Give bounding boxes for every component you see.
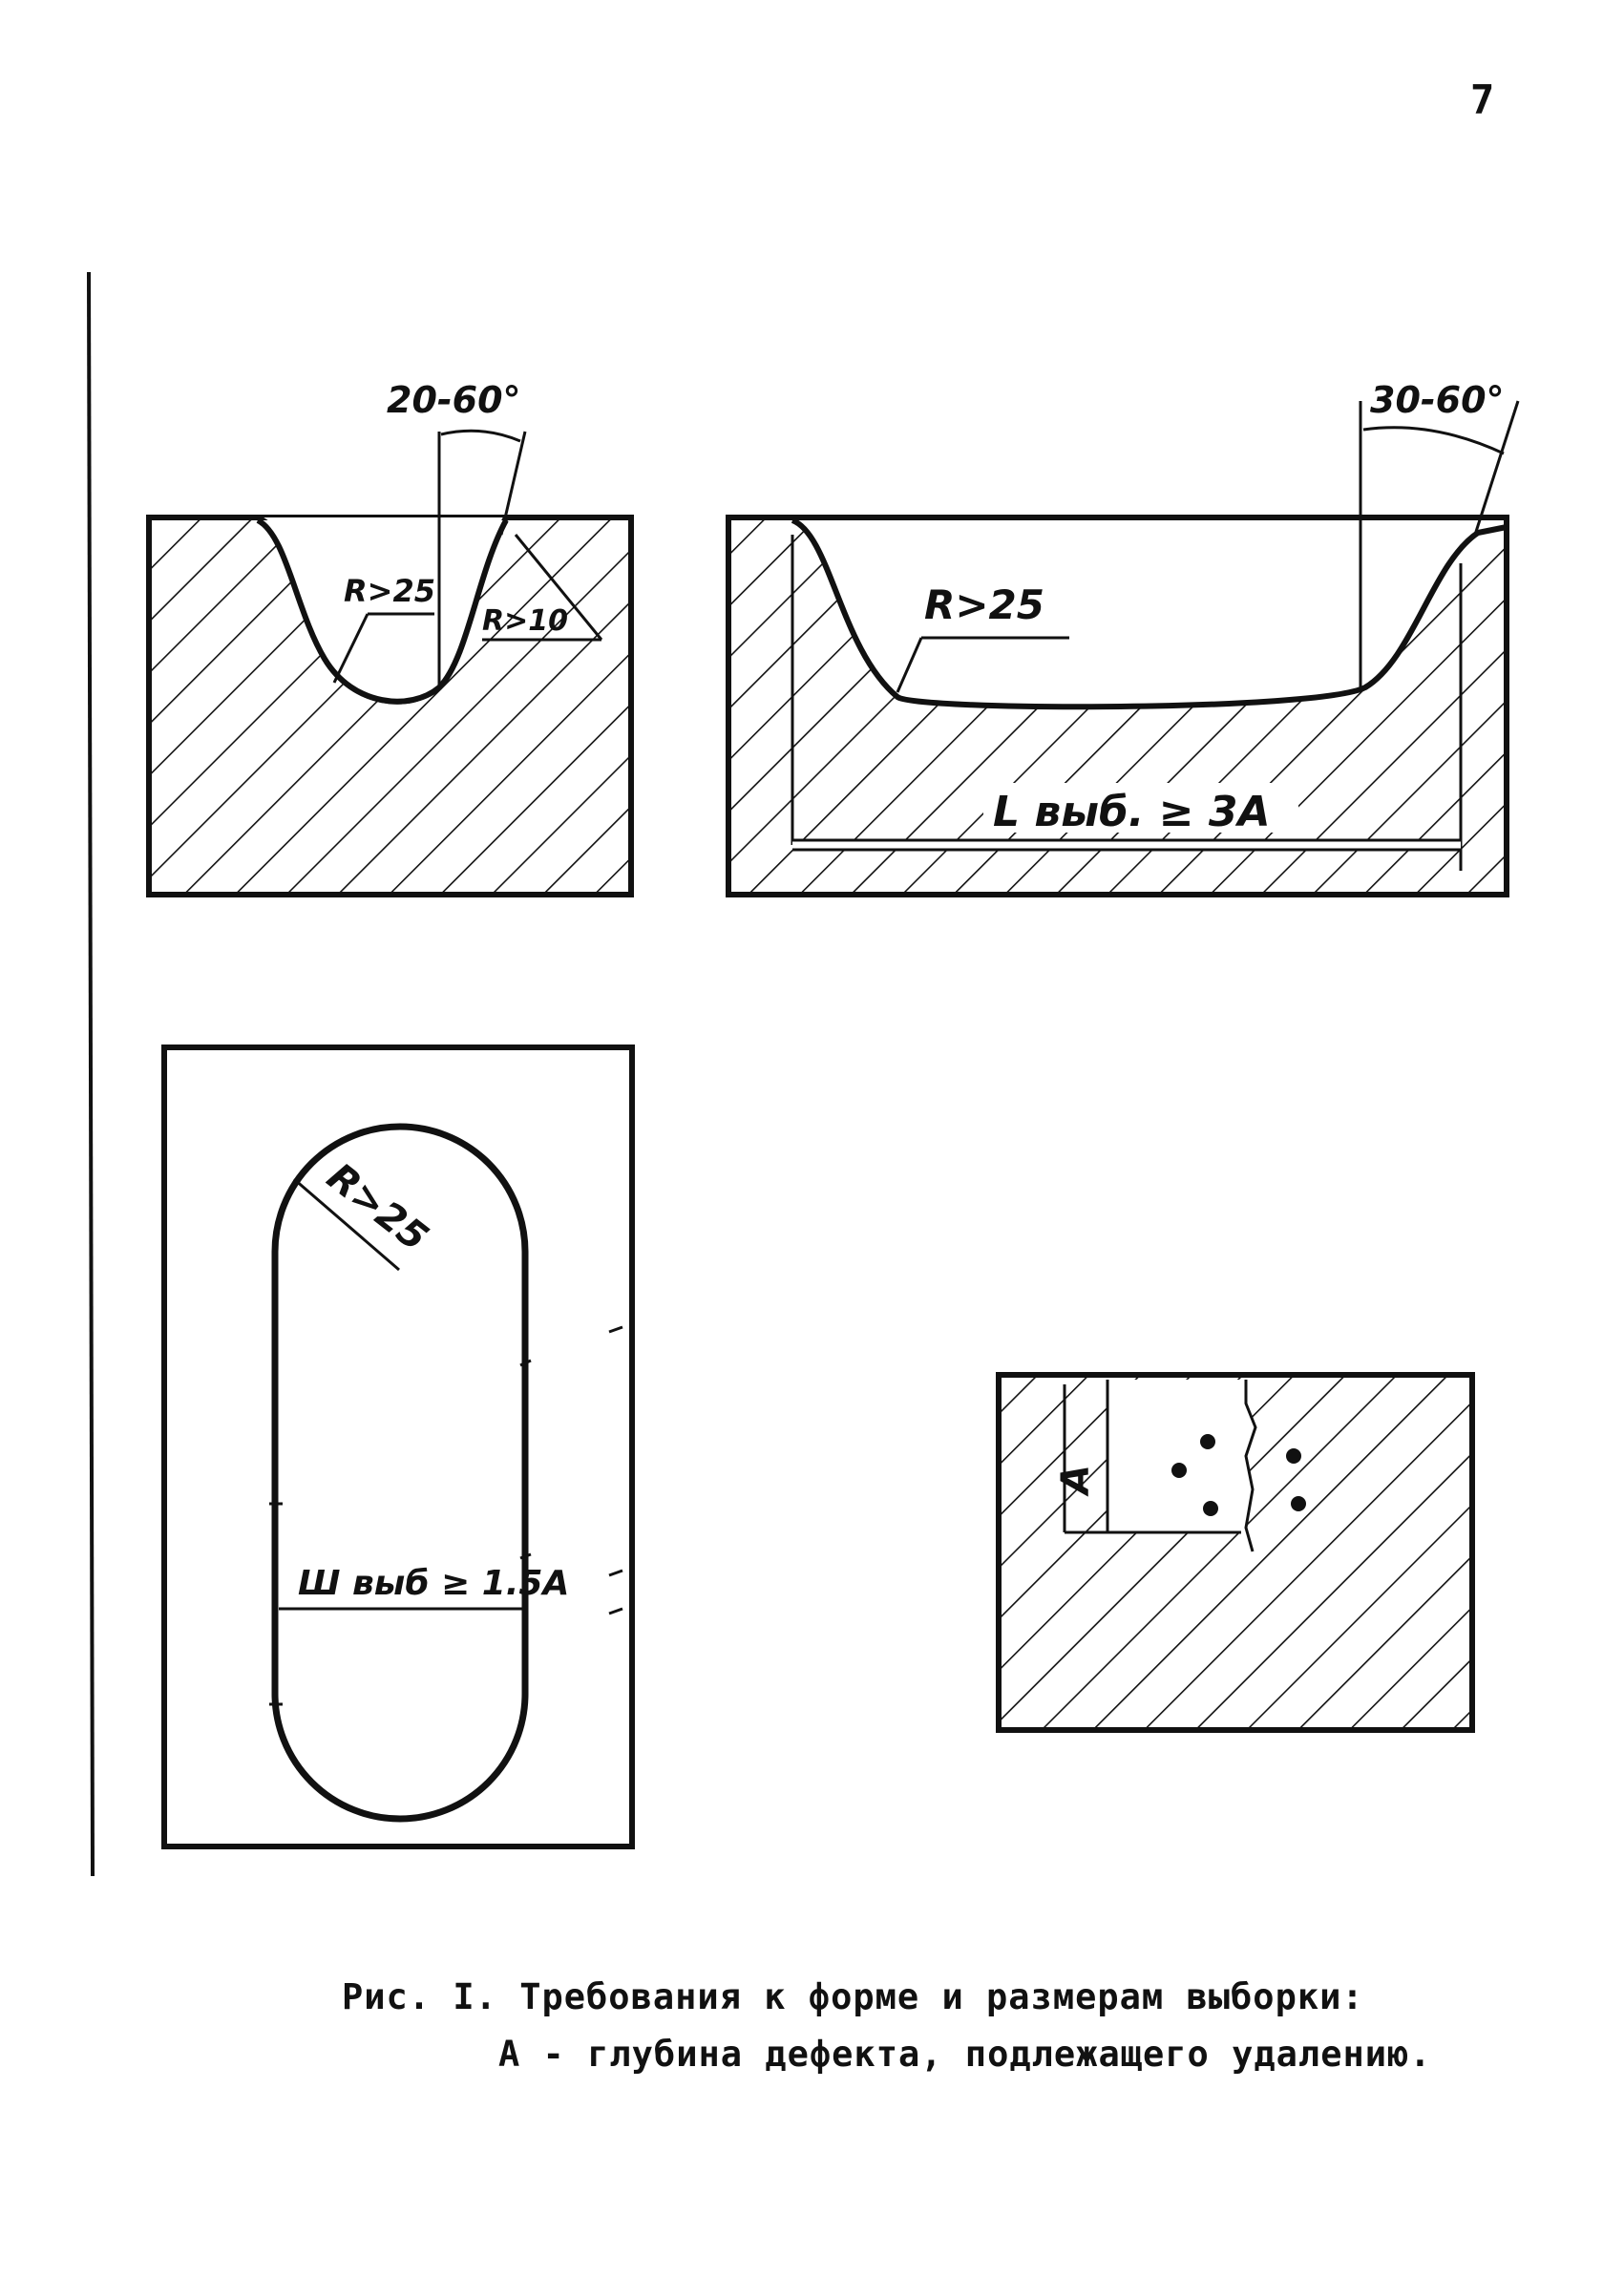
radius-label-b: R>25	[924, 581, 1044, 628]
page-number: 7	[1470, 76, 1495, 123]
figure-narrow-groove: 20-60° R>25 R>10	[146, 379, 634, 897]
length-label-b: L выб. ≥ 3A	[993, 788, 1271, 836]
radius-label-a: R>25	[344, 573, 435, 609]
angle-label-a: 20-60°	[387, 379, 521, 421]
figure-wide-groove: 30-60° R>25 L выб. ≥ 3A	[726, 379, 1520, 897]
figure-plan-slot: R>25 Ш выб ≥ 1.5A	[161, 1045, 635, 1849]
edge-radius-label-a: R>10	[482, 604, 568, 638]
margin-line	[87, 271, 95, 1877]
figure-defect-section: A	[996, 1372, 1475, 1733]
radius-label-c: R>25	[319, 1155, 436, 1260]
angle-label-b: 30-60°	[1370, 379, 1505, 421]
width-label-c: Ш выб ≥ 1.5A	[298, 1564, 569, 1603]
depth-label-d: A	[1054, 1465, 1098, 1497]
caption-line-1: Рис. I. Требования к форме и размерам вы…	[342, 1976, 1364, 2017]
caption-line-2: A - глубина дефекта, подлежащего удалени…	[498, 2034, 1432, 2075]
